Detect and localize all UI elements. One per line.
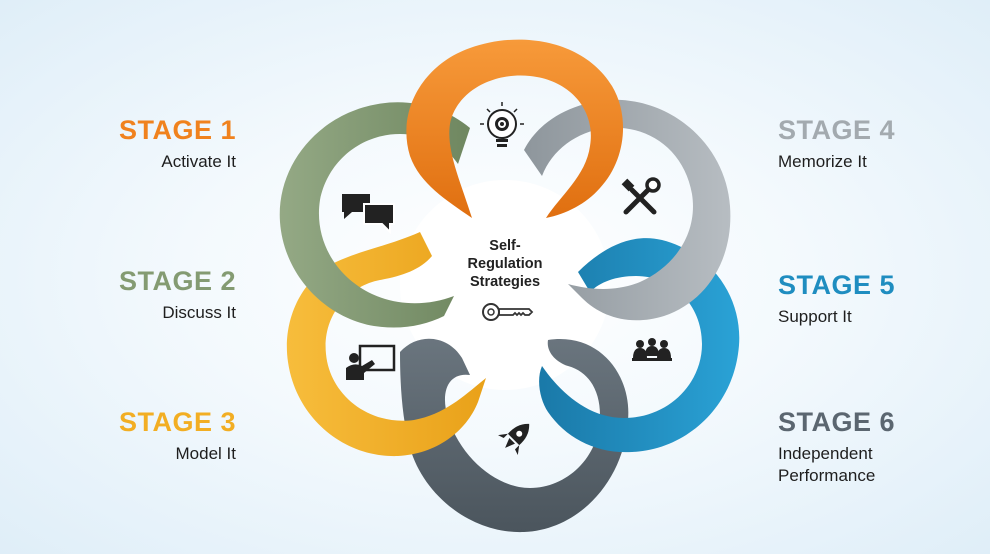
center-line-2: Regulation (467, 256, 543, 272)
stage-4-subtitle: Memorize It (778, 152, 867, 171)
stage-6-label: STAGE 6 Independent Performance (778, 407, 958, 487)
stage-4-petal (524, 99, 731, 321)
stage-6-petal (400, 338, 629, 533)
center-line-1: Self- (489, 238, 521, 254)
stage-1-title: STAGE 1 (118, 115, 236, 145)
speech-bubbles-icon (342, 194, 395, 235)
stage-6-title: STAGE 6 (778, 407, 896, 437)
stage-1-label: STAGE 1 Activate It (60, 115, 236, 173)
center-hub (400, 180, 610, 390)
stage-1-subtitle: Activate It (161, 152, 236, 171)
stage-6-subtitle-line-2: Performance (778, 466, 876, 485)
center-line-3: Strategies (469, 274, 541, 290)
center-label: Self- Regulation Strategies (455, 237, 555, 291)
stage-4-title: STAGE 4 (778, 115, 896, 145)
stage-5-title: STAGE 5 (778, 270, 896, 300)
stage-4-label: STAGE 4 Memorize It (778, 115, 958, 173)
stage-5-label: STAGE 5 Support It (778, 270, 958, 328)
stage-3-label: STAGE 3 Model It (60, 407, 236, 465)
tools-icon (621, 177, 661, 215)
presenter-board-icon (346, 344, 396, 380)
stage-2-subtitle: Discuss It (162, 303, 236, 322)
lightbulb-gear-icon (480, 102, 524, 147)
stage-2-title: STAGE 2 (118, 266, 236, 296)
stage-2-label: STAGE 2 Discuss It (60, 266, 236, 324)
stage-1-petal (406, 39, 624, 219)
stage-2-petal (279, 102, 470, 328)
group-meeting-icon (632, 338, 672, 361)
stage-6-subtitle-line-1: Independent (778, 444, 873, 463)
stage-5-subtitle: Support It (778, 307, 852, 326)
stage-3-subtitle: Model It (175, 444, 236, 463)
stage-3-title: STAGE 3 (118, 407, 236, 437)
key-icon (482, 303, 534, 321)
rocket-icon (498, 423, 530, 455)
